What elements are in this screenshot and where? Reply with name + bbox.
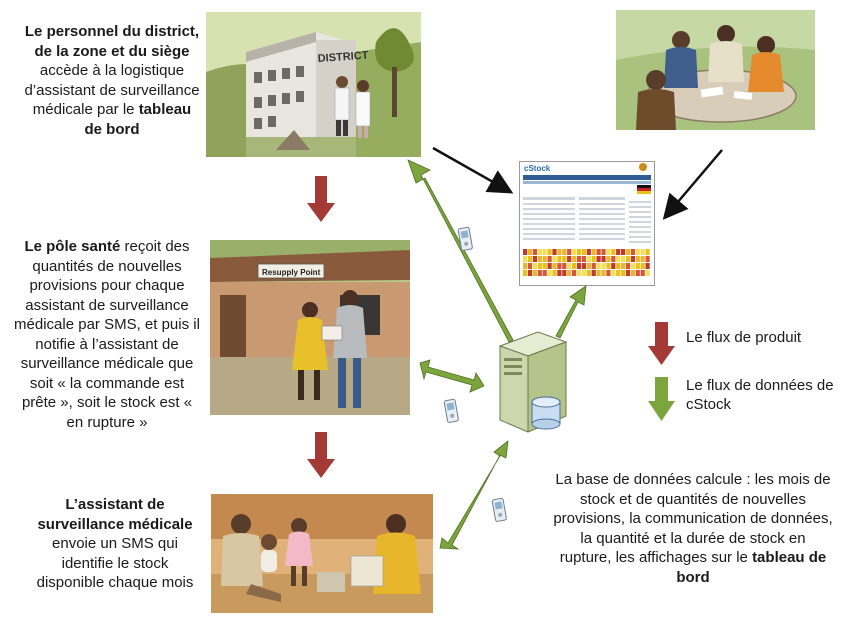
legend-product-arrow (648, 322, 675, 365)
access-arrow (432, 146, 514, 194)
dashboard-brand: cStock (524, 164, 551, 173)
district-staff-dashboard: tableau de bord (84, 101, 192, 138)
district-office-illustration: DISTRICT (206, 12, 421, 157)
district-staff-text: Le personnel du district, de la zone et … (22, 22, 202, 139)
resupply-point-illustration: Resupply Point (210, 240, 410, 415)
access-arrow (662, 149, 723, 220)
health-pole-desc: reçoit des quantités de nouvelles provis… (14, 238, 200, 431)
database-calc-desc: La base de données calcule : les mois de… (553, 471, 833, 566)
mobile-phone-icon (443, 398, 459, 423)
dashboard-screen-illustration: cStock (519, 161, 655, 286)
health-assistant-bold: L’assistant de surveillance médicale (37, 496, 193, 533)
health-assistant-desc: envoie un SMS qui identifie le stock dis… (36, 535, 194, 591)
health-pole-bold: Le pôle santé (24, 238, 121, 255)
mobile-phone-icon (457, 226, 473, 251)
product-flow-arrow (307, 176, 335, 222)
meeting-illustration (616, 10, 815, 130)
resupply-sign: Resupply Point (262, 268, 321, 277)
legend-data-arrow (648, 377, 675, 421)
legend-data-label: Le flux de données de cStock (686, 377, 834, 413)
legend-product-label: Le flux de produit (686, 329, 802, 346)
health-pole-text: Le pôle santé reçoit des quantités de no… (14, 237, 200, 432)
data-flow-arrow (555, 285, 587, 339)
district-sign: DISTRICT (317, 49, 369, 65)
health-assistant-text: L’assistant de surveillance médicale env… (30, 495, 200, 593)
data-flow-arrow (419, 359, 485, 393)
district-staff-desc: accède à la logistique d’assistant de su… (24, 62, 200, 118)
mobile-phone-icon (491, 497, 507, 522)
household-illustration (211, 494, 433, 613)
data-flow-arrow (439, 440, 509, 550)
district-staff-bold: Le personnel du district, de la zone et … (24, 23, 200, 60)
product-flow-arrow (307, 432, 335, 478)
database-server-illustration (488, 328, 576, 438)
database-calc-text: La base de données calcule : les mois de… (553, 470, 833, 587)
database-calc-dashboard: tableau de bord (676, 549, 827, 586)
data-flow-arrow (407, 159, 514, 343)
